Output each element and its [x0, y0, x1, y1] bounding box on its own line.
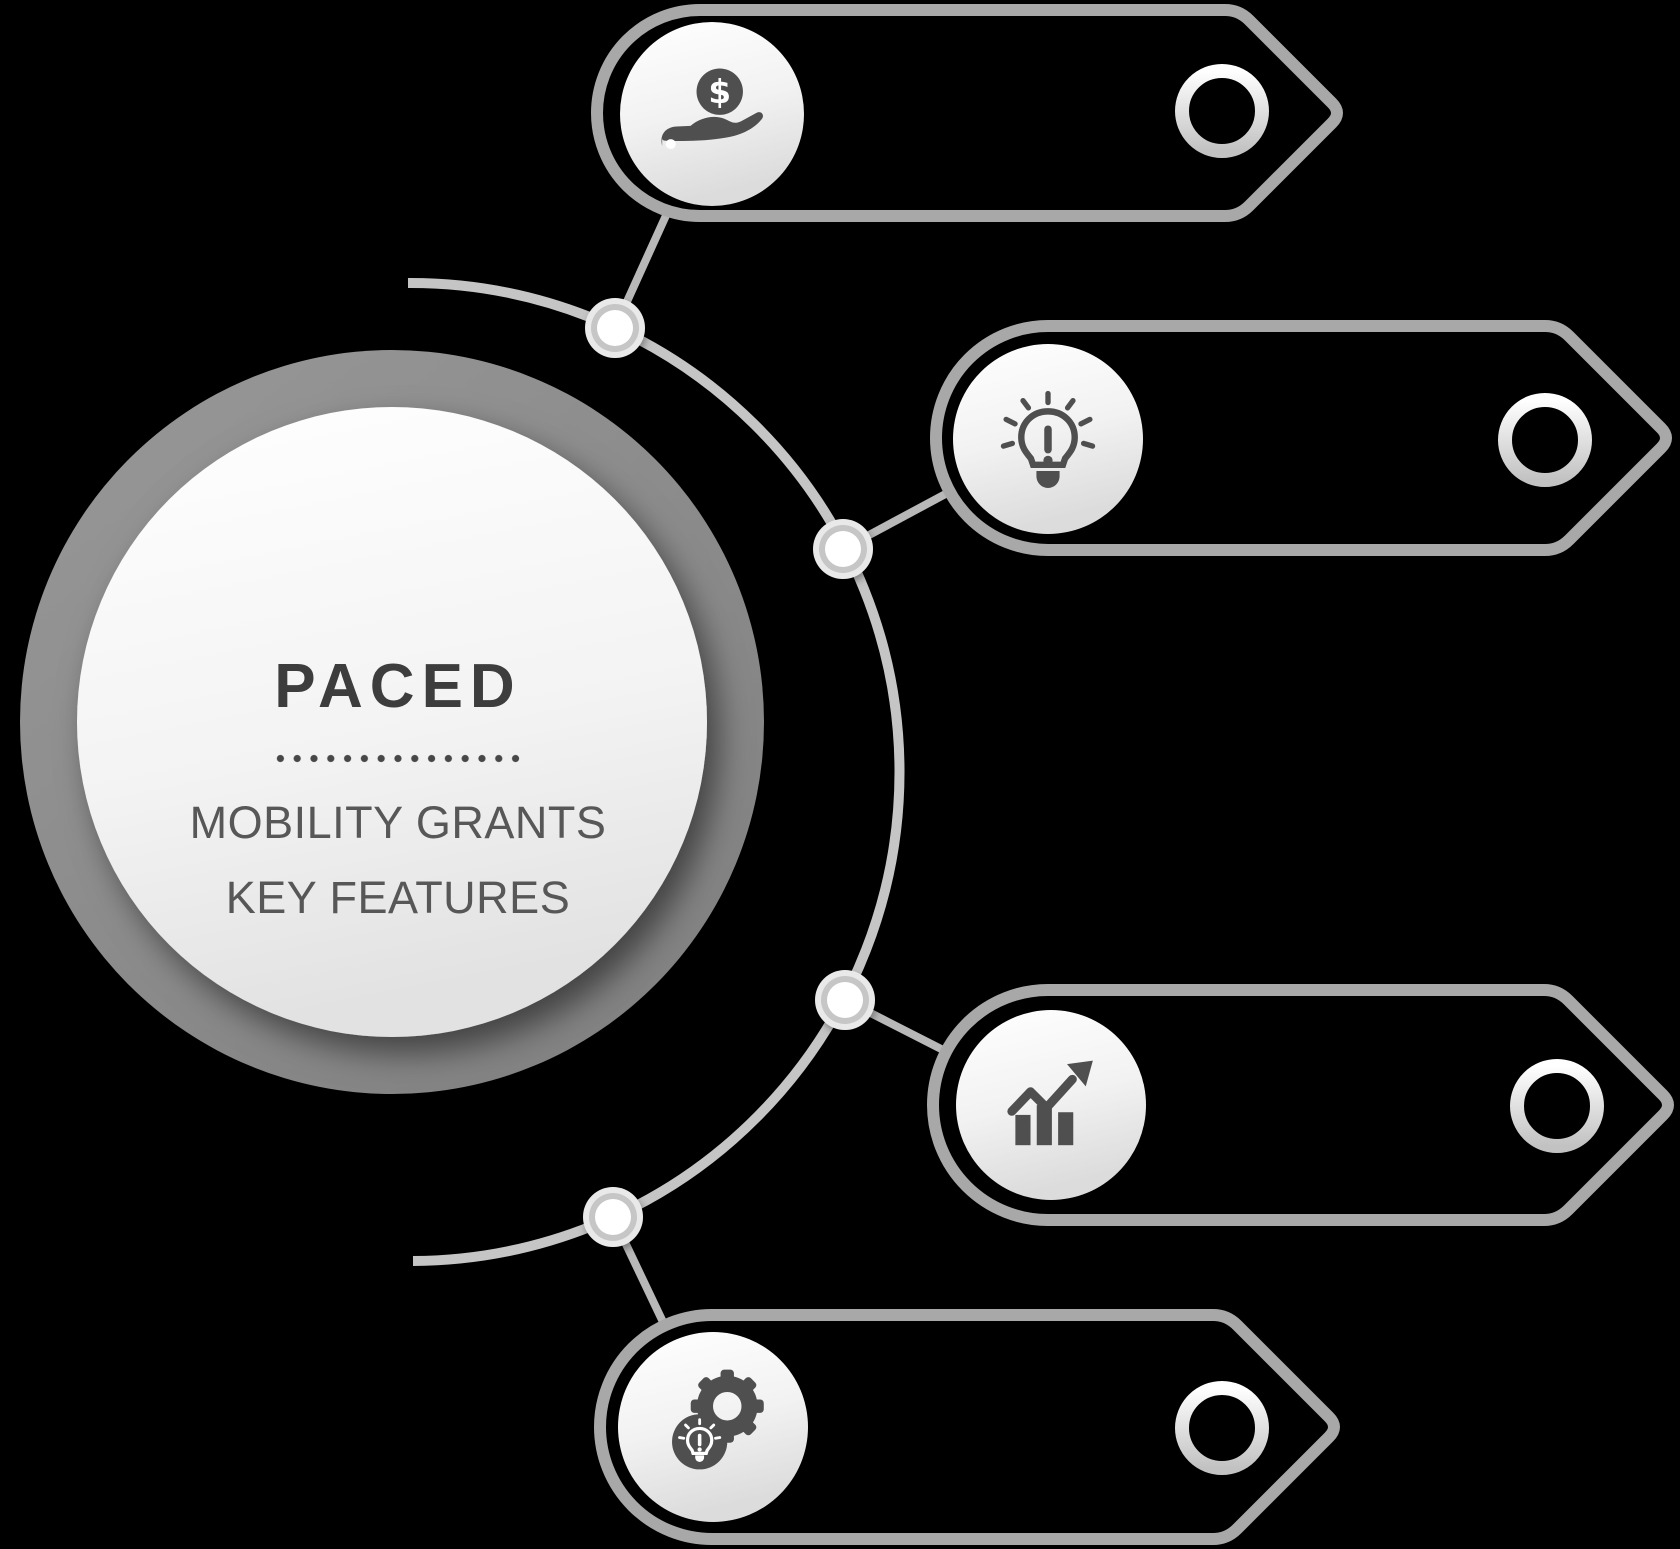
connector-dot-4	[583, 1187, 643, 1247]
hand-receiving-dollar-icon: $	[661, 68, 763, 150]
open-hand	[661, 112, 763, 146]
center-circle-group	[20, 350, 764, 1094]
center-white-disc	[77, 407, 707, 1037]
gear-body	[696, 1375, 758, 1437]
exclamation-dot	[1043, 455, 1053, 465]
connector-dot-1	[585, 298, 645, 358]
bulb-rays	[1000, 390, 1096, 449]
trend-arrowhead	[1067, 1060, 1093, 1087]
banner-4-ring-marker	[1175, 1381, 1269, 1475]
dollar-coin	[696, 68, 743, 115]
banner-1-ring-marker	[1175, 64, 1269, 158]
banner-1: $	[591, 4, 1343, 222]
connector-dot-2	[813, 519, 873, 579]
banner-2-ring-marker	[1498, 393, 1592, 487]
gear-lightbulb-idea-icon	[672, 1369, 764, 1470]
orbit-arc	[407, 277, 905, 1266]
banner-3	[927, 984, 1674, 1226]
bulb-base	[1036, 471, 1060, 488]
banner-3-ring-marker	[1510, 1059, 1604, 1153]
lightbulb-alert-icon	[1000, 390, 1096, 488]
mini-bulb-rays	[678, 1418, 722, 1440]
hand-thumb-dot	[665, 139, 676, 150]
banner-2	[930, 320, 1672, 556]
connector-dot-3	[815, 970, 875, 1030]
mini-bulb-globe	[685, 1426, 714, 1455]
banner-1-icon-bubble	[620, 22, 804, 206]
trend-line	[1007, 1074, 1077, 1116]
growth-bar-chart-arrow-icon	[1007, 1060, 1093, 1146]
connector-dots	[583, 298, 875, 1247]
banner-4	[594, 1309, 1340, 1545]
mini-bulb-base	[695, 1455, 705, 1462]
chart-bars	[1015, 1105, 1074, 1146]
mini-exclamation-dot	[697, 1447, 702, 1452]
dollar-symbol: $	[708, 73, 731, 111]
